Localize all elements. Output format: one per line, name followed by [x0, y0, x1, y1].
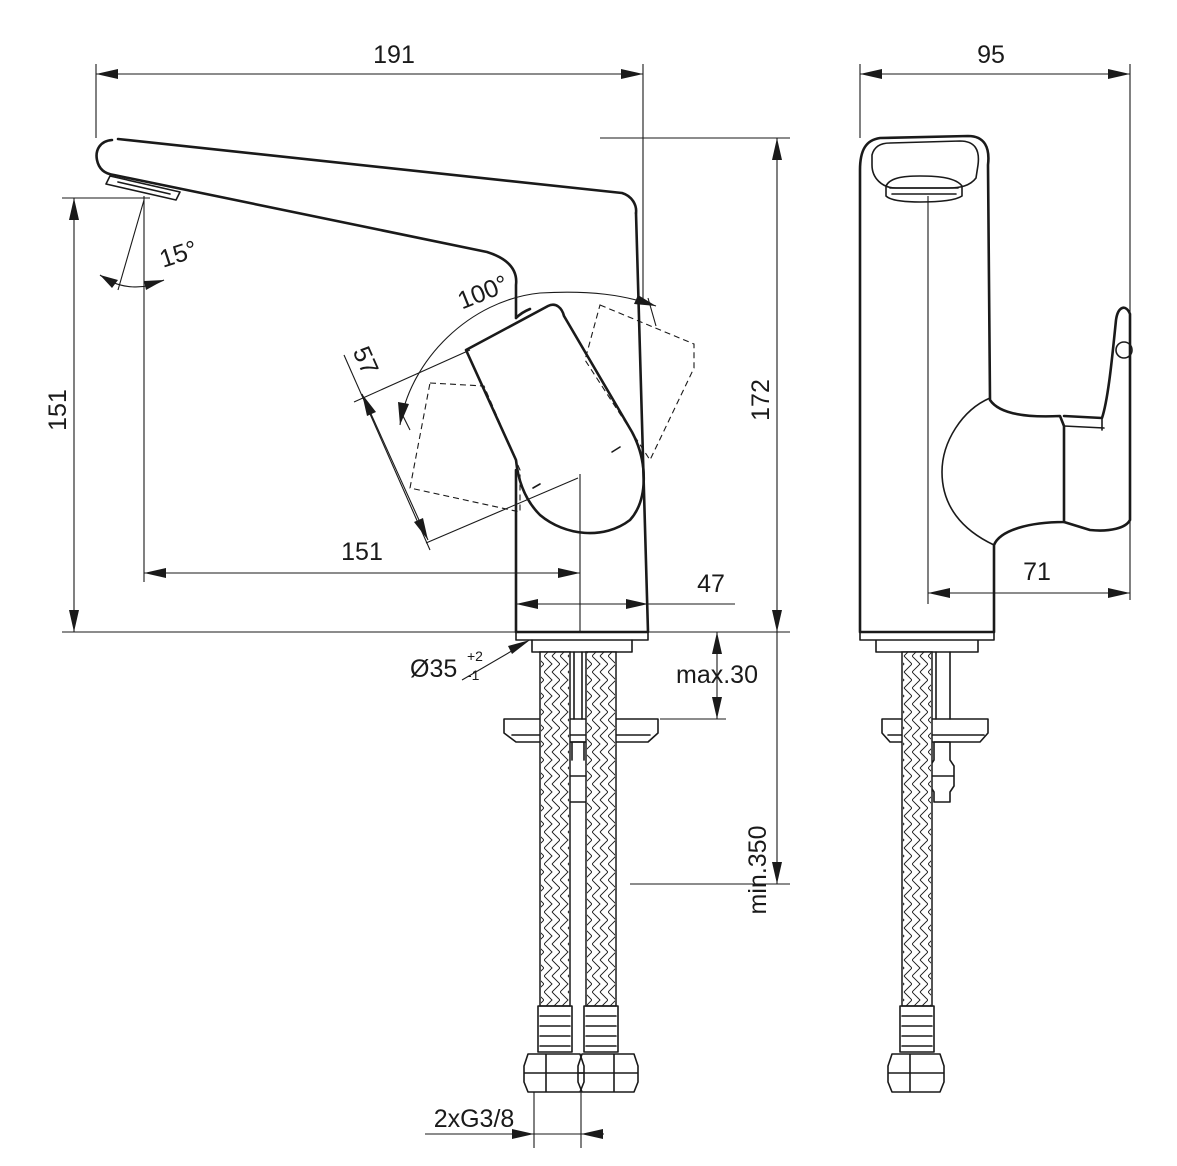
- lever-mark-1: [611, 446, 621, 453]
- front-base-ring: [859, 631, 995, 653]
- dim-hole-tol-minus: -1: [467, 667, 480, 683]
- fitting-left: [537, 1005, 573, 1053]
- dim-spout-angle: 15°: [156, 235, 201, 273]
- dim-max-thickness: max.30: [676, 661, 758, 689]
- front-lever: [1062, 306, 1132, 532]
- base-ring: [515, 631, 649, 641]
- body-outline: [514, 211, 650, 634]
- dim-total-length: 191: [373, 41, 415, 69]
- hose-left-braid: [541, 652, 569, 1006]
- front-hose-braid: [903, 652, 931, 1006]
- aerator: [105, 175, 181, 201]
- side-view: 191 151 172 151 47 15°: [44, 41, 790, 1148]
- lever-mark-2: [532, 483, 541, 489]
- dim-lever-reach: 71: [1023, 558, 1051, 586]
- front-union-nut: [887, 1053, 945, 1093]
- base-flange: [531, 639, 633, 653]
- dim-hose-length: min.350: [744, 826, 772, 915]
- dim-front-width: 95: [977, 41, 1005, 69]
- lever-ghost-left: [409, 382, 521, 513]
- lever-handle: [464, 303, 646, 535]
- front-fitting: [899, 1005, 935, 1053]
- union-nut-right: [577, 1053, 639, 1093]
- dim-lever-angle: 100°: [454, 270, 512, 315]
- dim-body-width: 47: [697, 570, 725, 598]
- spout-outline: [95, 137, 638, 320]
- front-spout-top: [871, 140, 980, 189]
- dim-hole-diameter: Ø35: [410, 655, 457, 683]
- hose-right-braid: [587, 652, 615, 1006]
- front-view: 95 71: [858, 41, 1133, 1093]
- dim-spout-height: 151: [44, 389, 72, 431]
- lever-ghost-right: [584, 304, 695, 462]
- front-mounting-plate: [881, 718, 989, 743]
- dim-total-height: 172: [747, 379, 775, 421]
- front-cartridge-dome: [941, 397, 995, 546]
- dim-connection: 2xG3/8: [434, 1105, 515, 1133]
- dim-hole-tol-plus: +2: [467, 648, 483, 664]
- front-aerator: [885, 175, 963, 203]
- mounting-plate: [503, 718, 659, 743]
- dim-spout-reach: 151: [341, 538, 383, 566]
- fitting-right: [583, 1005, 619, 1053]
- union-nut-left: [523, 1053, 585, 1093]
- front-fixing-nut: [929, 741, 955, 803]
